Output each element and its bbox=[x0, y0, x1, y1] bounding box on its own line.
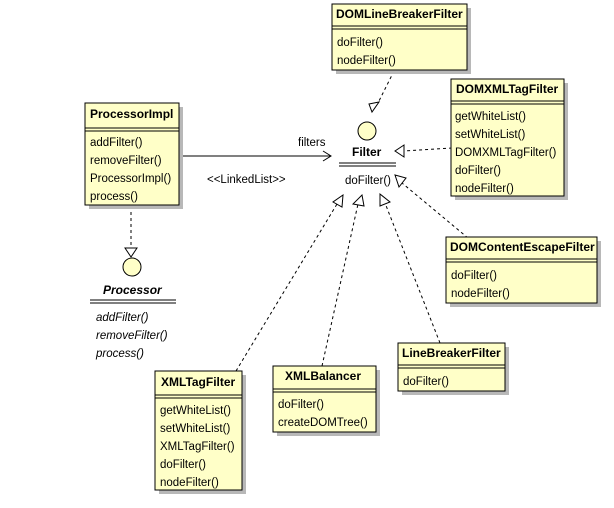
interface-processor-op-1: addFilter() bbox=[96, 312, 149, 324]
interface-processor-lollipop-icon bbox=[122, 257, 142, 277]
class-processorimpl-op-3: ProcessorImpl() bbox=[90, 173, 171, 185]
class-box bbox=[445, 236, 598, 304]
class-xmltagfilter-op-2: setWhiteList() bbox=[160, 423, 230, 435]
class-domxmltagfilter-op-2: setWhiteList() bbox=[455, 129, 525, 141]
class-domlinebreakerfilter-op-1: doFilter() bbox=[337, 37, 383, 49]
class-processorimpl-op-1: addFilter() bbox=[90, 137, 143, 149]
interface-filter-lollipop-icon bbox=[357, 121, 377, 141]
association-stereotype-label: <<LinkedList>> bbox=[207, 174, 286, 186]
class-domcontentescapefilter-op-2: nodeFilter() bbox=[451, 288, 510, 300]
interface-filter-op: doFilter() bbox=[345, 175, 391, 187]
class-xmltagfilter-op-1: getWhiteList() bbox=[160, 405, 231, 417]
class-domlinebreakerfilter-op-2: nodeFilter() bbox=[337, 55, 396, 67]
realization-arrowhead-xmltag bbox=[332, 193, 344, 208]
realization-domcontentescape-filter bbox=[401, 182, 469, 239]
class-xmlbalancer[interactable]: XMLBalancer doFilter() createDOMTree() bbox=[272, 365, 380, 436]
interface-processor-name: Processor bbox=[103, 283, 163, 297]
class-linebreakerfilter-op-1: doFilter() bbox=[403, 376, 449, 388]
class-processorimpl-op-4: process() bbox=[90, 191, 138, 203]
class-domcontentescapefilter-name: DOMContentEscapeFilter bbox=[450, 240, 595, 254]
class-processorimpl-name: ProcessorImpl bbox=[90, 107, 173, 121]
class-box bbox=[397, 342, 506, 392]
class-domxmltagfilter-op-4: doFilter() bbox=[455, 165, 501, 177]
realization-arrowhead-linebreaker bbox=[379, 192, 391, 207]
class-domxmltagfilter-op-1: getWhiteList() bbox=[455, 111, 526, 123]
class-domcontentescapefilter[interactable]: DOMContentEscapeFilter doFilter() nodeFi… bbox=[445, 236, 601, 307]
interface-filter-name: Filter bbox=[352, 145, 382, 159]
class-domxmltagfilter-name: DOMXMLTagFilter bbox=[456, 82, 559, 96]
class-xmltagfilter-op-5: nodeFilter() bbox=[160, 477, 219, 489]
class-box bbox=[450, 78, 565, 197]
class-xmlbalancer-op-1: doFilter() bbox=[278, 399, 324, 411]
realization-arrowhead-processor bbox=[124, 247, 138, 258]
class-xmltagfilter[interactable]: XMLTagFilter getWhiteList() setWhiteList… bbox=[154, 370, 246, 494]
realization-arrowhead-domlinebreaker bbox=[368, 101, 381, 114]
association-role-label: filters bbox=[298, 137, 326, 149]
realization-xmlbalancer-filter bbox=[321, 203, 359, 367]
class-domxmltagfilter-op-3: DOMXMLTagFilter() bbox=[455, 147, 557, 159]
class-box bbox=[272, 365, 377, 433]
class-box bbox=[154, 370, 243, 491]
realization-linebreaker-filter bbox=[384, 202, 441, 344]
class-domlinebreakerfilter[interactable]: DOMLineBreakerFilter doFilter() nodeFilt… bbox=[331, 3, 471, 74]
interface-processor-op-3: process() bbox=[95, 348, 144, 360]
realization-arrowhead-domxmltag bbox=[394, 144, 405, 158]
class-xmlbalancer-op-2: createDOMTree() bbox=[278, 417, 368, 429]
class-processorimpl[interactable]: ProcessorImpl addFilter() removeFilter()… bbox=[84, 102, 183, 209]
realization-domlinebreaker-filter bbox=[377, 70, 395, 104]
realization-arrowhead-xmlbalancer bbox=[351, 193, 365, 207]
class-xmlbalancer-name: XMLBalancer bbox=[285, 369, 361, 383]
class-domxmltagfilter-op-5: nodeFilter() bbox=[455, 183, 514, 195]
connectors bbox=[124, 70, 469, 372]
class-xmltagfilter-op-4: doFilter() bbox=[160, 459, 206, 471]
class-domxmltagfilter[interactable]: DOMXMLTagFilter getWhiteList() setWhiteL… bbox=[450, 78, 568, 200]
class-linebreakerfilter-name: LineBreakerFilter bbox=[402, 346, 501, 360]
class-xmltagfilter-name: XMLTagFilter bbox=[161, 375, 236, 389]
class-domcontentescapefilter-op-1: doFilter() bbox=[451, 270, 497, 282]
realization-domxmltag-filter bbox=[403, 147, 453, 152]
class-xmltagfilter-op-3: XMLTagFilter() bbox=[160, 441, 235, 453]
class-box bbox=[331, 3, 468, 71]
class-processorimpl-op-2: removeFilter() bbox=[90, 155, 162, 167]
interface-filter: Filter doFilter() bbox=[339, 121, 396, 187]
class-box bbox=[84, 102, 180, 206]
association-arrowhead bbox=[322, 150, 332, 162]
interface-processor-op-2: removeFilter() bbox=[96, 330, 168, 342]
class-linebreakerfilter[interactable]: LineBreakerFilter doFilter() bbox=[397, 342, 509, 395]
class-domlinebreakerfilter-name: DOMLineBreakerFilter bbox=[336, 7, 463, 21]
interface-processor: Processor addFilter() removeFilter() pro… bbox=[90, 257, 176, 360]
realization-xmltag-filter bbox=[235, 203, 338, 372]
realization-arrowhead-domcontentescape bbox=[394, 174, 407, 189]
